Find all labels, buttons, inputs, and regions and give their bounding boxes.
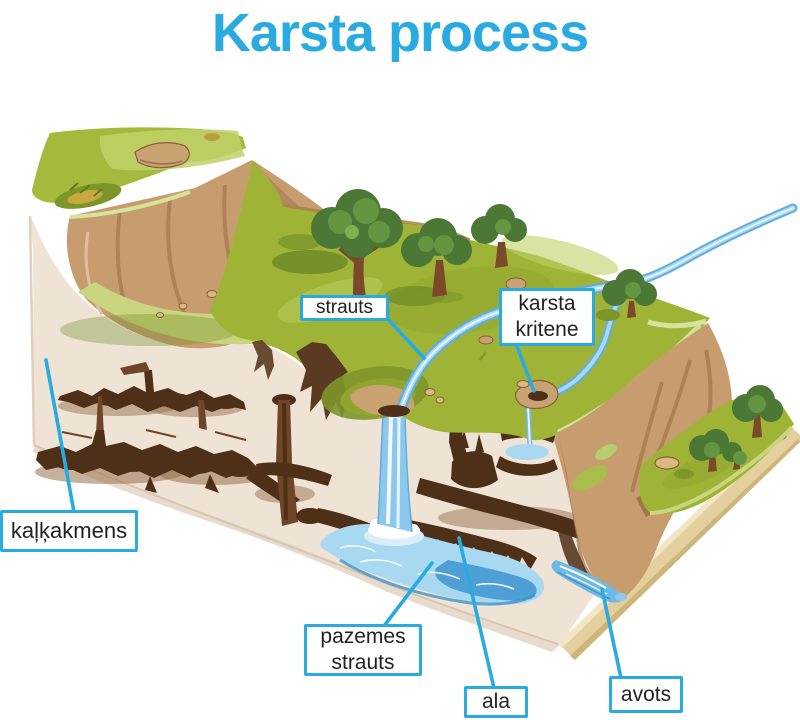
lower-terrace xyxy=(636,385,794,517)
tree xyxy=(689,429,729,472)
label-text: avots xyxy=(620,682,672,706)
leader-ala xyxy=(457,536,496,690)
page-title: Karsta process xyxy=(211,3,589,63)
tree xyxy=(471,204,527,268)
stream-to-sinkhole xyxy=(539,279,632,401)
label-text: ala xyxy=(481,690,511,714)
leader-avots xyxy=(600,587,623,680)
tree xyxy=(732,385,783,438)
label-text-line1: karsta xyxy=(518,292,576,316)
leader-pazemes-strauts xyxy=(382,561,434,628)
label-text: kaļķakmens xyxy=(10,517,128,543)
sinkhole-slot xyxy=(378,405,410,417)
label-text-line1: pazemes xyxy=(320,625,406,649)
sinkhole-kritene xyxy=(496,379,559,476)
rock xyxy=(478,335,494,345)
leader-karsta-kritene xyxy=(514,342,536,393)
label-ala: ala xyxy=(464,686,528,718)
tree xyxy=(722,442,747,470)
label-text: strauts xyxy=(315,297,374,319)
label-karsta-kritene: karsta kritene xyxy=(499,288,595,346)
tree xyxy=(401,218,472,303)
label-text-line2: kritene xyxy=(515,318,579,341)
label-kalkakmens: kaļķakmens xyxy=(0,510,138,552)
leader-kalkakmens xyxy=(44,358,76,514)
label-strauts: strauts xyxy=(300,295,389,321)
leader-strauts xyxy=(384,315,426,360)
tree xyxy=(596,269,657,321)
label-pazemes-strauts: pazemes strauts xyxy=(304,624,422,676)
leader-lines xyxy=(44,315,623,690)
label-avots: avots xyxy=(609,676,683,713)
label-text-line2: strauts xyxy=(331,651,395,674)
